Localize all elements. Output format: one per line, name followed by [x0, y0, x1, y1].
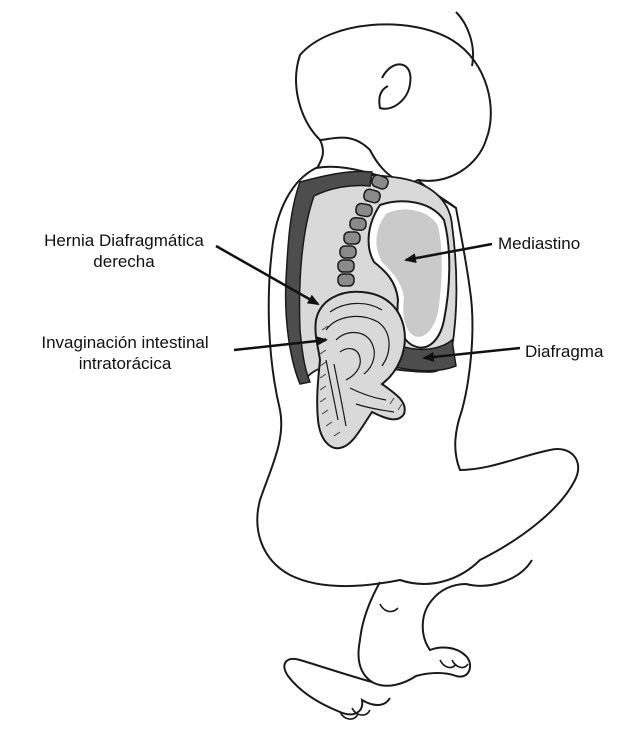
label-invag-line2: intratorácica: [14, 353, 236, 374]
label-invag-line1: Invaginación intestinal: [14, 332, 236, 353]
head-outline: [296, 24, 491, 182]
label-hernia-line1: Hernia Diafragmática: [8, 230, 240, 251]
label-diafragma: Diafragma: [525, 341, 603, 362]
label-hernia-line2: derecha: [8, 251, 240, 272]
label-invaginacion-intestinal: Invaginación intestinal intratorácica: [14, 332, 236, 374]
label-hernia-diafragmatica: Hernia Diafragmática derecha: [8, 230, 240, 272]
label-mediastino-text: Mediastino: [498, 233, 580, 254]
label-mediastino: Mediastino: [498, 233, 580, 254]
label-diafragma-text: Diafragma: [525, 341, 603, 362]
